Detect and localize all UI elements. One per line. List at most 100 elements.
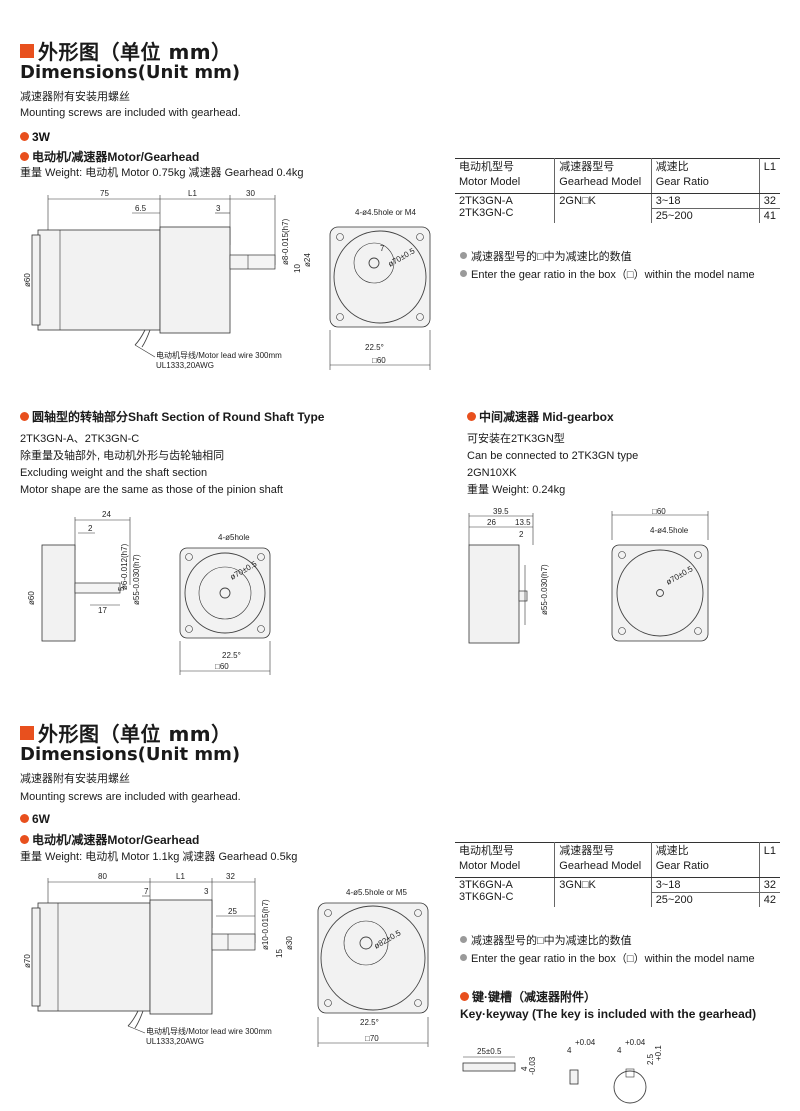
note-line: 减速器型号的□中为减速比的数值 <box>460 250 632 265</box>
header-gearhead-en: Gearhead Model <box>559 860 642 872</box>
round-shaft-title: 圆轴型的转轴部分Shaft Section of Round Shaft Typ… <box>20 408 324 425</box>
section-title-cn: 外形图（单位 mm） <box>20 718 232 747</box>
dim-label: 2 <box>88 524 93 533</box>
round-shaft-side-drawing: 24 2 ø60 17 5 <box>27 510 131 642</box>
dim-label: 25±0.5 <box>477 1047 502 1056</box>
dim-label: 4 <box>617 1046 622 1055</box>
dim-label: 2.5 <box>646 1053 655 1065</box>
orange-square-icon <box>20 44 34 58</box>
dim-label: □70 <box>365 1034 379 1043</box>
dim-label: 6.5 <box>135 204 147 213</box>
dim-label: 17 <box>98 606 107 615</box>
dim-label: 4-ø5hole <box>218 533 250 542</box>
motor-side-drawing: 80 L1 32 7 3 25 ø10-0.015(h7) 15 ø30 ø70… <box>23 872 294 1046</box>
power-label: 3W <box>20 130 50 144</box>
header-gearhead-en: Gearhead Model <box>559 176 642 188</box>
ratio-cell: 25~200 <box>655 210 693 222</box>
dim-label: 39.5 <box>493 507 509 516</box>
header-gearhead-cn: 减速器型号 <box>559 161 615 173</box>
note-line: Enter the gear ratio in the box（□）within… <box>460 268 755 283</box>
motor-model: 3TK6GN-C <box>459 891 514 903</box>
gearhead-front-drawing: 4-ø5.5hole or M5 ø82±0.5 22.5° □70 <box>317 888 429 1047</box>
mid-gearbox-title: 中间减速器 Mid-gearbox <box>467 408 614 425</box>
motor-model: 3TK6GN-A <box>459 879 513 891</box>
l1-cell: 32 <box>759 878 780 893</box>
grey-dot-icon <box>460 252 467 259</box>
weight-line: 重量 Weight: 电动机 Motor 0.75kg 减速器 Gearhead… <box>20 167 304 179</box>
note-en: Mounting screws are included with gearhe… <box>20 107 241 119</box>
dim-label: ø55-0.030(h7) <box>540 564 549 615</box>
dim-label: 4 <box>520 1066 529 1071</box>
desc-line: Motor shape are the same as those of the… <box>20 484 283 496</box>
dim-label: 30 <box>246 189 255 198</box>
dim-label: ø70 <box>23 954 32 968</box>
note-line: 减速器型号的□中为减速比的数值 <box>460 934 632 949</box>
dim-label: ø55-0.030(h7) <box>132 554 141 605</box>
round-shaft-front-drawing: 4-ø5hole ø70±0.5 22.5° □60 <box>179 533 271 675</box>
header-l1: L1 <box>763 161 776 173</box>
motor-model: 2TK3GN-A <box>459 195 513 207</box>
orange-dot-icon <box>20 132 29 141</box>
grey-dot-icon <box>460 936 467 943</box>
dim-label: 4 <box>567 1046 572 1055</box>
orange-dot-icon <box>20 412 29 421</box>
dim-label: ø10-0.015(h7) <box>261 899 270 950</box>
key-subtitle: Key·keyway (The key is included with the… <box>460 1007 757 1021</box>
power-label: 6W <box>20 812 50 826</box>
lead-label: 电动机导线/Motor lead wire 300mm <box>146 1026 272 1036</box>
dim-label: 2 <box>519 530 524 539</box>
dim-label: 3 <box>216 204 221 213</box>
header-ratio-cn: 减速比 <box>655 845 689 857</box>
ratio-cell: 25~200 <box>655 894 693 906</box>
gearhead-model: 2GN□K <box>559 195 596 207</box>
header-ratio-cn: 减速比 <box>655 161 689 173</box>
motor-model: 2TK3GN-C <box>459 207 514 219</box>
orange-dot-icon <box>20 152 29 161</box>
key-title: 键·键槽（减速器附件） <box>460 988 596 1005</box>
subhead: 电动机/减速器Motor/Gearhead <box>20 831 199 848</box>
dim-label: ø60 <box>23 273 32 287</box>
header-gearhead-cn: 减速器型号 <box>559 845 615 857</box>
dim-label: □60 <box>215 662 229 671</box>
motor-side-drawing: 75 L1 30 6.5 3 ø8-0.015(h7) 10 ø24 ø60 电… <box>23 189 312 370</box>
desc-line: 除重量及轴部外, 电动机外形与齿轮轴相同 <box>20 450 225 462</box>
mid-model: 2GN10XK <box>467 467 517 479</box>
orange-dot-icon <box>467 412 476 421</box>
dim-label: □60 <box>652 507 666 516</box>
dim-label: 3 <box>204 887 209 896</box>
l1-cell: 32 <box>759 194 780 209</box>
orange-dot-icon <box>460 992 469 1001</box>
dim-label: ø6-0.012(h7) <box>120 543 129 590</box>
orange-dot-icon <box>20 814 29 823</box>
dim-label: L1 <box>176 872 185 881</box>
dim-label: 7 <box>380 244 385 253</box>
note-en: Mounting screws are included with gearhe… <box>20 791 241 803</box>
mid-gearbox-side-drawing: 39.5 26 13.5 2 ø55-0.030(h7) <box>468 507 549 644</box>
round-shaft-tolerance-labels: ø6-0.012(h7) ø55-0.030(h7) <box>120 543 141 605</box>
header-motor-cn: 电动机型号 <box>459 161 514 173</box>
dim-label: 5 <box>117 586 126 591</box>
dim-label: L1 <box>188 189 197 198</box>
lead-label: UL1333,20AWG <box>156 361 214 370</box>
mid-line: Can be connected to 2TK3GN type <box>467 450 639 462</box>
grey-dot-icon <box>460 270 467 277</box>
dim-label: +0.04 <box>575 1038 596 1047</box>
models-line: 2TK3GN-A、2TK3GN-C <box>20 433 140 445</box>
mid-line: 可安装在2TK3GN型 <box>467 433 565 445</box>
header-motor-en: Motor Model <box>459 860 521 872</box>
dim-label: ø60 <box>27 591 36 605</box>
dim-label: 22.5° <box>360 1018 379 1027</box>
dim-label: +0.04 <box>625 1038 646 1047</box>
lead-label: 电动机导线/Motor lead wire 300mm <box>156 350 282 360</box>
grey-dot-icon <box>460 954 467 961</box>
header-motor-cn: 电动机型号 <box>459 845 514 857</box>
dim-label: -0.03 <box>528 1056 537 1075</box>
dim-label: ø30 <box>285 936 294 950</box>
dim-label: 24 <box>102 510 111 519</box>
desc-line: Excluding weight and the shaft section <box>20 467 208 479</box>
spec-table: 电动机型号 Motor Model 减速器型号 Gearhead Model 减速比… <box>455 842 780 907</box>
header-ratio-en: Gear Ratio <box>655 860 709 872</box>
dim-label: 25 <box>228 907 237 916</box>
mid-gearbox-front-drawing: □60 4-ø4.5hole ø70±0.5 <box>611 507 709 642</box>
dim-label: 4-ø4.5hole or M4 <box>355 208 416 217</box>
